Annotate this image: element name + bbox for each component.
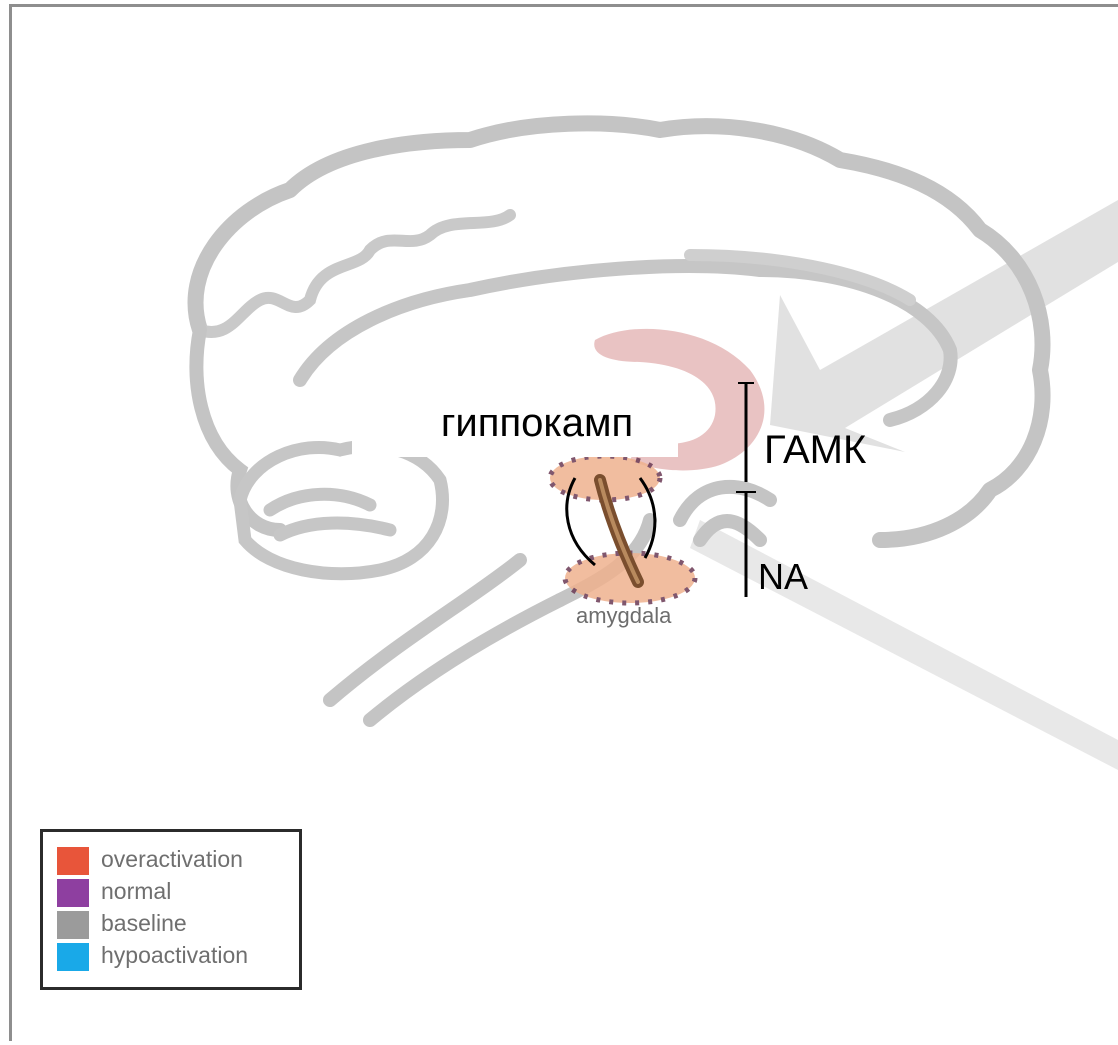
legend-swatch (57, 911, 89, 939)
cerebellum (240, 446, 443, 574)
gyri-outline (200, 215, 510, 332)
gaba-label: ГАМК (764, 428, 866, 473)
legend-swatch (57, 943, 89, 971)
legend: overactivation normal baseline hypoactiv… (40, 829, 302, 990)
incoming-arrow (770, 200, 1118, 452)
brainstem (330, 487, 770, 720)
legend-label: baseline (101, 908, 187, 938)
outgoing-arrow (690, 520, 1118, 770)
legend-label: hypoactivation (101, 940, 248, 970)
legend-label: overactivation (101, 844, 243, 874)
hippocampus-label: гиппокамп (352, 389, 678, 457)
legend-swatch (57, 847, 89, 875)
legend-label: normal (101, 876, 171, 906)
amygdala-label: amygdala (576, 603, 671, 629)
legend-swatch (57, 879, 89, 907)
na-label: NA (758, 556, 808, 598)
